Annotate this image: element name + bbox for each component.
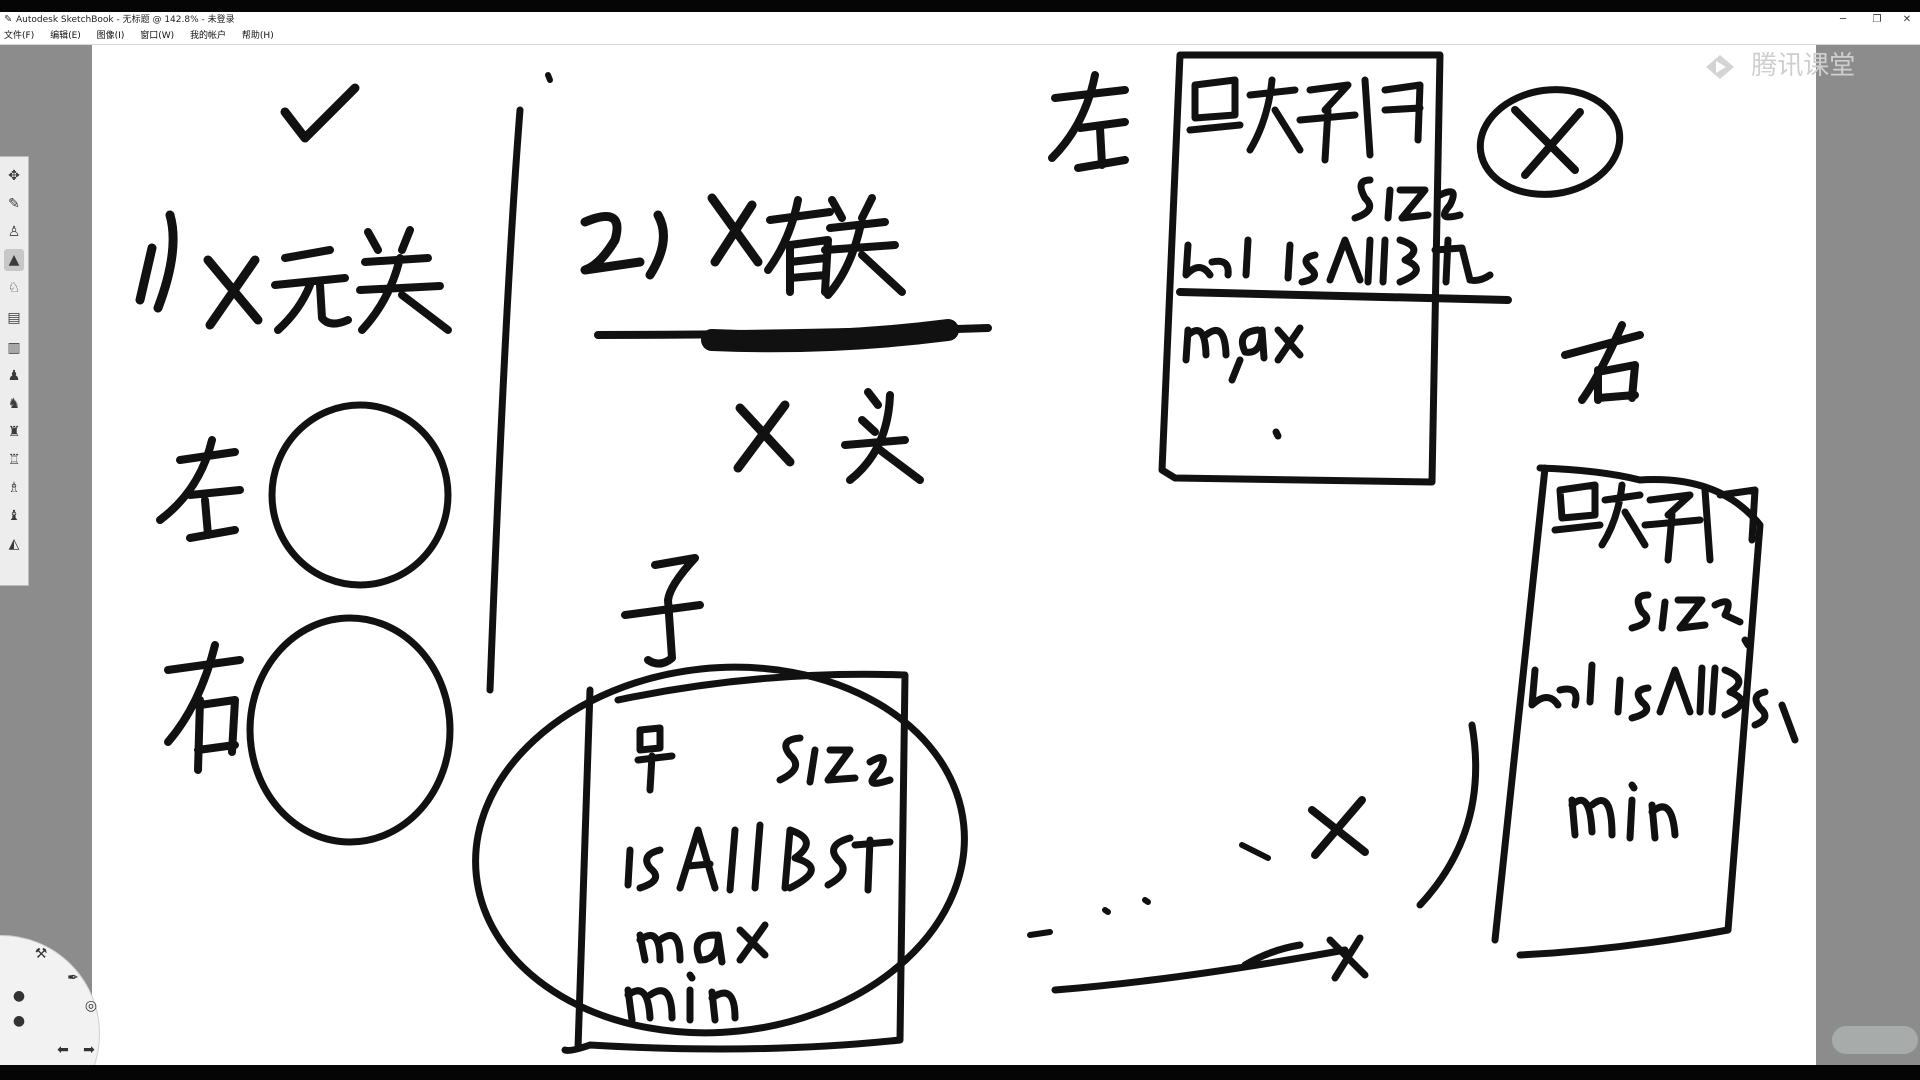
char-zuo-1-stroke [156, 436, 244, 542]
dot-in-box [1272, 428, 1282, 440]
ink-pen-icon[interactable]: ♙ [7, 224, 21, 240]
char-guan-2-stroke [821, 194, 906, 299]
char-you-1-stroke [164, 641, 244, 774]
char-zi-stroke [621, 554, 704, 668]
divider-dot [545, 72, 553, 83]
brush-icon[interactable]: ▥ [7, 340, 21, 356]
box-text-isallbst-stroke [624, 821, 894, 894]
menu-image[interactable]: 图像(I) [96, 31, 125, 41]
char-tou-stroke [841, 388, 924, 484]
arrow-stroke [1241, 941, 1304, 969]
box-title-zuidazisou-2-stroke [1551, 481, 1759, 564]
drawing-canvas[interactable]: 腾讯课堂 [92, 45, 1855, 1065]
char-guan-stroke [356, 226, 452, 334]
fill-icon[interactable]: ♝ [7, 508, 21, 524]
box-text-size-3-stroke [1628, 591, 1752, 649]
bottom-box-stroke [561, 670, 909, 1054]
transform-icon[interactable]: ✥ [8, 168, 20, 184]
left-subtree-circle [268, 401, 452, 589]
watermark: 腾讯课堂 [1703, 48, 1855, 84]
menu-help[interactable]: 帮助(H) [241, 31, 274, 41]
box-text-size-2-stroke [1351, 176, 1464, 222]
check-mark-stroke [280, 83, 360, 143]
eraser-icon[interactable]: ♗ [7, 480, 21, 496]
x-tou-x-stroke [733, 400, 795, 473]
color-puck-icon[interactable]: ◎ [84, 998, 98, 1014]
marker-icon[interactable]: ▲ [4, 249, 24, 271]
box-text-size-stroke [776, 734, 894, 787]
redo-icon[interactable]: ➡ [83, 1042, 95, 1058]
label-2-paren-stroke [580, 210, 668, 280]
char-wu-stroke [271, 246, 352, 334]
right-gutter [1816, 45, 1920, 1065]
zoom-indicator [1832, 1026, 1918, 1054]
pen-icon[interactable]: ♞ [7, 396, 21, 412]
soft-brush-icon[interactable]: ◭ [8, 536, 20, 552]
minimize-icon[interactable]: ─ [1839, 14, 1847, 25]
close-icon[interactable]: ✕ [1902, 14, 1912, 25]
label-2-x-stroke [707, 193, 763, 267]
box-text-max-stroke [636, 921, 769, 966]
opacity-dot-icon[interactable]: ● [12, 1013, 26, 1029]
layer-dot-icon[interactable]: ● [12, 988, 26, 1004]
bottom-circle [472, 663, 968, 1037]
box-text-bool-isallbst-stroke [1182, 236, 1494, 286]
menu-edit[interactable]: 编辑(E) [50, 31, 81, 41]
right-subtree-circle [246, 614, 454, 846]
paint-icon[interactable]: ♟ [7, 368, 21, 384]
screen-top-edge [0, 0, 1920, 12]
title-bar: ✎ Autodesk SketchBook - 无标题 @ 142.8% - 未… [0, 12, 1920, 28]
label-1-x-stroke [203, 255, 263, 330]
sketchbook-app-icon: ✎ [4, 14, 13, 25]
underline-thick-stroke [701, 319, 959, 353]
airbrush-icon[interactable]: ♘ [7, 280, 21, 296]
felt-icon[interactable]: ♜ [7, 424, 21, 440]
brush-tool-icon[interactable]: ✒ [67, 970, 79, 986]
menu-bar: 文件(F) 编辑(E) 图像(I) 窗口(W) 我的帐户 帮助(H) [0, 28, 1920, 45]
char-you-stroke [764, 196, 834, 296]
box-text-bool-isallbst-2-stroke [1528, 661, 1799, 744]
menu-file[interactable]: 文件(F) [4, 31, 35, 41]
arc-right-stroke [1416, 721, 1480, 909]
connector-line-stroke [1051, 946, 1349, 994]
brush-library-icon[interactable]: ⚒ [34, 946, 48, 962]
box-text-hao-stroke [634, 724, 676, 794]
char-you-2-stroke [1561, 321, 1644, 404]
smudge-icon[interactable]: ♖ [7, 452, 21, 468]
circled-x [1476, 86, 1624, 198]
right-info-box-stroke [1491, 464, 1764, 959]
undo-icon[interactable]: ⬅ [57, 1042, 69, 1058]
box-text-max-2-stroke [1182, 324, 1304, 384]
x-mark-mid-stroke [1308, 796, 1369, 859]
menu-account[interactable]: 我的帐户 [190, 31, 227, 41]
box-divider-stroke [1176, 288, 1512, 304]
window-title: Autodesk SketchBook - 无标题 @ 142.8% - 未登录 [16, 15, 235, 25]
box-text-min-2-stroke [1568, 781, 1679, 842]
chisel-icon[interactable]: ▤ [7, 310, 21, 326]
screen-bottom-edge [0, 1065, 1920, 1080]
circled-x-mark [1511, 106, 1584, 179]
watermark-text: 腾讯课堂 [1751, 51, 1856, 81]
menu-window[interactable]: 窗口(W) [140, 31, 175, 41]
left-info-box-stroke [1158, 51, 1444, 486]
brush-palette: ✥ ✎ ♙ ▲ ♘ ▤ ▥ ♟ ♞ ♜ ♖ ♗ ♝ ◭ [0, 156, 29, 586]
char-zuo-2-stroke [1048, 71, 1129, 172]
box-text-min-stroke [624, 971, 739, 1024]
box-title-zuidazisou-stroke [1186, 76, 1424, 164]
divider-stroke [486, 106, 524, 694]
scribble-dots [1027, 842, 1271, 938]
label-1-paren-stroke [135, 210, 178, 313]
handwriting-layer [135, 51, 1799, 1054]
play-logo-icon [1706, 54, 1734, 79]
pencil-icon[interactable]: ✎ [8, 196, 20, 212]
restore-icon[interactable]: ❐ [1872, 14, 1882, 25]
x-mark-bottom-stroke [1326, 934, 1369, 982]
